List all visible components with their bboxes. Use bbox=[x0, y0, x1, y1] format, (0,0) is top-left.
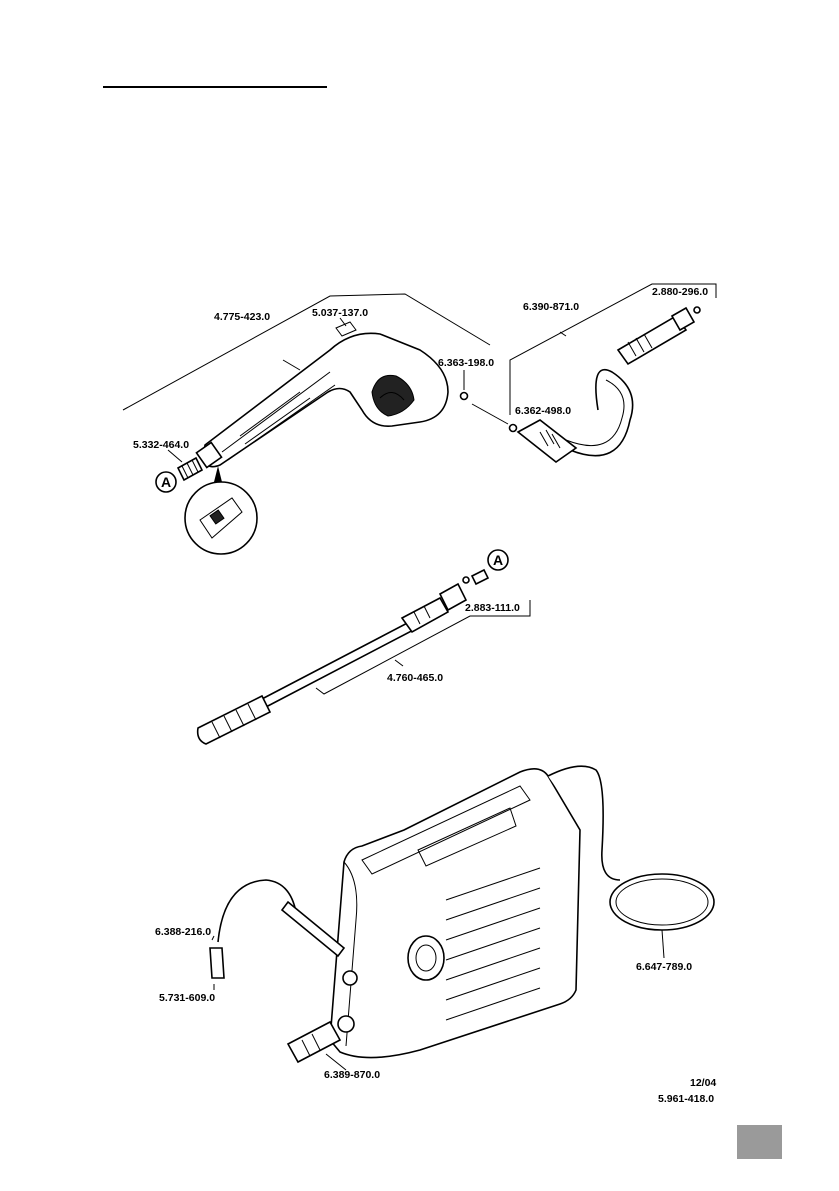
footer-date: 12/04 bbox=[690, 1077, 716, 1089]
spray-lance bbox=[198, 551, 530, 744]
label-coupling: 6.389-870.0 bbox=[324, 1069, 380, 1081]
label-lance-oring: 2.883-111.0 bbox=[465, 602, 520, 614]
label-oring-gun: 6.363-198.0 bbox=[438, 357, 494, 369]
pressure-washer-unit bbox=[210, 766, 714, 1070]
label-filter: 5.332-464.0 bbox=[133, 439, 189, 451]
svg-text:A: A bbox=[493, 552, 503, 568]
footer-doc-number: 5.961-418.0 bbox=[658, 1093, 714, 1105]
label-hose-nut: 2.880-296.0 bbox=[652, 286, 708, 298]
label-lance: 4.760-465.0 bbox=[387, 672, 443, 684]
label-power-cord: 6.647-789.0 bbox=[636, 961, 692, 973]
detail-marker-a-gun: A bbox=[156, 472, 176, 492]
detail-marker-a-lance: A bbox=[488, 550, 508, 570]
label-clip: 5.037-137.0 bbox=[312, 307, 368, 319]
page-edge-tab bbox=[737, 1125, 782, 1159]
label-valve: 5.731-609.0 bbox=[159, 992, 215, 1004]
svg-text:A: A bbox=[161, 474, 171, 490]
label-gun: 4.775-423.0 bbox=[214, 311, 270, 323]
spray-gun bbox=[123, 294, 508, 554]
label-oring-hose: 6.362-498.0 bbox=[515, 405, 571, 417]
label-suction-hose: 6.388-216.0 bbox=[155, 926, 211, 938]
label-hose: 6.390-871.0 bbox=[523, 301, 579, 313]
